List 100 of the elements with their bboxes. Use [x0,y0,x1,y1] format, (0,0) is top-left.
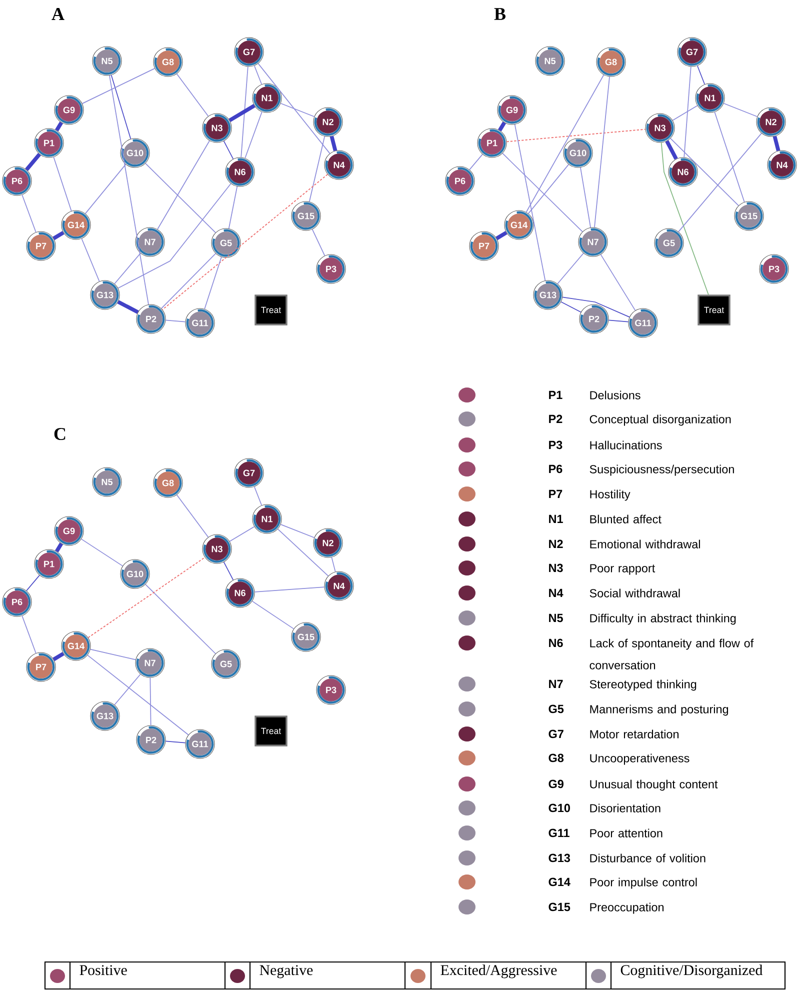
network-edge [600,254,636,311]
item-code: G14 [548,878,570,886]
network-node: G5 [211,649,241,679]
network-edge [109,75,149,305]
network-edge [81,238,100,282]
network-edge [514,124,546,281]
network-edge [26,574,40,592]
network-node: N1 [252,83,282,113]
network-edge [498,122,506,132]
network-node: P1 [477,128,507,158]
network-node: N1 [695,83,725,113]
network-edge [117,300,139,314]
network-edge [580,167,591,228]
network-edge [308,136,326,202]
network-edge [557,252,584,284]
network-node: P1 [34,549,64,579]
network-edge [88,556,206,638]
network-node: N3 [202,534,232,564]
network-node: N7 [135,648,165,678]
network-node: G7 [677,37,707,67]
network-node: N5 [92,467,122,497]
legend-text: Excited/Aggressive [440,964,557,978]
legend-text: Suspiciousness/persecution [590,464,734,476]
item-code: P1 [549,390,562,399]
network-edge [280,102,315,118]
legend-text: Lack of spontaneity and flow of conversation [590,638,754,670]
item-code: G10 [548,804,570,812]
network-edge [53,156,72,212]
network-edge [696,65,706,85]
network-node: P1 [34,128,64,158]
network-node: G11 [185,308,215,338]
network-node: G15 [291,201,321,231]
network-edge [165,740,186,744]
network-node: N6 [225,578,255,608]
network-node: G8 [153,47,183,77]
legend-text: Delusions [590,390,640,400]
legend-text: Disturbance of volition [590,854,706,862]
legend-text: Hallucinations [590,440,662,450]
network-node: N1 [252,504,282,534]
network-node: N3 [202,113,232,143]
network-node: G9 [54,95,84,125]
network-edge [660,142,709,296]
item-code: G7 [548,730,564,738]
network-edge [229,526,255,542]
network-edge [228,104,256,122]
legend-text: Stereotyped thinking [590,680,696,691]
network-edge [469,154,483,170]
network-node: P7 [469,231,499,261]
network-edge [118,183,232,289]
network-edge [157,140,210,230]
network-node: G14 [61,210,91,240]
network-node: P6 [445,166,475,196]
network-edge [55,122,63,132]
legend-text: Poor attention [590,828,662,838]
legend-text: Uncooperativeness [590,754,690,765]
legend-text: Poor impulse control [590,878,697,889]
network-node: G13 [533,280,563,310]
legend-text: Poor rapport [590,564,656,575]
network-node: P3 [316,675,346,705]
item-code: N2 [549,540,563,548]
square-node: Treat [254,294,288,326]
network-edge [252,600,294,630]
network-edge [145,162,216,234]
network-edge [240,66,248,158]
network-node: G9 [54,516,84,546]
network-edge [25,153,41,171]
legend-text: Mannerisms and posturing [590,704,728,716]
network-edge [114,674,141,706]
item-code: N7 [549,680,563,688]
network-node: G14 [504,210,534,240]
item-code: G8 [548,754,564,762]
network-edge [526,74,604,213]
network-node: N4 [324,571,354,601]
legend-text: Difficulty in abstract thinking [590,614,736,625]
network-edge [80,538,124,566]
network-edge [55,542,63,552]
item-code: N5 [549,614,563,622]
network-edge [228,186,238,229]
network-node: G8 [153,468,183,498]
legend-text: Blunted affect [590,514,662,524]
item-code: N6 [549,638,563,648]
item-code: G13 [548,854,570,862]
network-edge [52,230,64,240]
network-edge [244,111,262,159]
network-node: G13 [90,701,120,731]
network-edge [258,63,330,154]
network-edge [223,562,234,580]
network-edge [496,230,508,240]
legend-text: Negative [260,965,313,978]
network-node: G5 [654,228,684,258]
network-node: P6 [2,587,32,617]
network-edge [87,654,189,736]
network-node: G10 [120,559,150,589]
network-node: G11 [185,729,215,759]
network-edge [280,524,315,538]
legend-text: Cognitive/Disorganized [620,964,762,978]
network-node: N6 [225,157,255,187]
network-node: G11 [628,308,658,338]
network-edge [528,164,570,214]
network-node: P7 [26,652,56,682]
